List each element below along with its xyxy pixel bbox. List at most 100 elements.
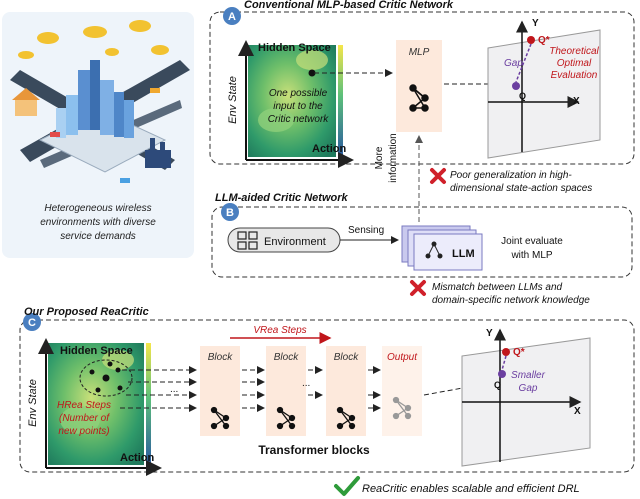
section-b-title: LLM-aided Critic Network — [215, 192, 349, 204]
section-b-frame — [211, 206, 633, 278]
transformer-blocks-label: Transformer blocks — [258, 443, 370, 457]
mlp-box — [396, 40, 442, 132]
dots-middle: ... — [302, 378, 310, 389]
neural-network-icon-c2 — [276, 406, 296, 430]
section-a-title: Conventional MLP-based Critic Network — [244, 0, 454, 11]
block-arrows-1 — [242, 366, 265, 412]
environment-label: Environment — [264, 236, 326, 248]
block-label-1: Block — [208, 352, 233, 363]
network-icon-llm — [425, 241, 443, 259]
section-c-frame — [19, 319, 635, 473]
cross-icon-2 — [410, 280, 426, 296]
left-caption-line-1: Heterogeneous wireless — [44, 203, 151, 214]
section-a-frame — [209, 11, 635, 165]
issue-1: Poor generalization in high- dimensional… — [430, 168, 592, 194]
section-c-badge-letter: C — [28, 317, 36, 329]
hrea-line-1: HRea Steps — [57, 400, 111, 411]
block-arrows-2 — [308, 366, 323, 399]
env-state-label-a: Env State — [227, 76, 239, 124]
issue-1-line-1: Poor generalization in high- — [450, 170, 572, 181]
hidden-space-label-c: Hidden Space — [60, 345, 133, 357]
section-a: A Conventional MLP-based Critic Network … — [209, 0, 635, 168]
colorbar-a — [338, 45, 343, 157]
neural-network-icon-c3 — [336, 406, 356, 430]
neural-network-icon-a — [409, 84, 429, 112]
section-b: B LLM-aided Critic Network Environment S… — [211, 192, 633, 278]
gap-line-1-c: Smaller — [511, 370, 546, 381]
plot-c-x-label: X — [574, 406, 581, 417]
q-label-c: Q — [494, 380, 501, 390]
q-star-label-a: Q* — [538, 35, 550, 46]
point-note-line-3: Critic network — [268, 114, 330, 125]
plot-a-x-label: X — [573, 96, 580, 107]
sample-points-c — [79, 359, 133, 397]
issue-2-line-2: domain-specific network knowledge — [432, 295, 590, 306]
check-icon — [334, 476, 360, 496]
transformer-block-3: Block — [326, 346, 366, 436]
point-note-line-1: One possible — [269, 88, 328, 99]
mlp-label: MLP — [409, 47, 430, 58]
hrea-line-2: (Number of — [59, 413, 110, 424]
q-point-c — [498, 370, 506, 378]
sensing-label: Sensing — [348, 225, 384, 236]
section-b-badge — [221, 203, 239, 221]
action-label-a: Action — [312, 143, 347, 155]
left-caption-line-2: environments with diverse — [40, 217, 156, 228]
joint-line-1: Joint evaluate — [501, 236, 563, 247]
joint-line-2: with MLP — [510, 250, 552, 261]
theory-line-3: Evaluation — [551, 70, 598, 81]
robot-icon — [237, 231, 258, 250]
conclusion: ReaCritic enables scalable and efficient… — [334, 476, 580, 496]
cross-icon-1 — [430, 168, 446, 184]
issue-1-line-2: dimensional state-action spaces — [450, 183, 592, 194]
section-c: C Our Proposed ReaCritic Env State Actio… — [19, 306, 635, 476]
issue-2-line-1: Mismatch between LLMs and — [432, 282, 563, 293]
plot-a-y-label: Y — [532, 18, 539, 29]
left-panel: Heterogeneous wireless environments with… — [2, 12, 194, 258]
section-c-badge — [23, 313, 41, 331]
llm-label: LLM — [452, 248, 475, 260]
point-note-line-2: input to the — [273, 101, 323, 112]
neural-network-icon-output — [392, 396, 412, 420]
hrea-line-3: new points) — [58, 426, 109, 437]
dots-left: ... — [170, 384, 178, 395]
left-caption-line-3: service demands — [60, 231, 136, 242]
eval-plane-a — [487, 29, 601, 159]
gap-label-a: Gap — [504, 58, 523, 69]
more-info-line-2: information — [388, 133, 399, 182]
section-b-badge-letter: B — [226, 207, 234, 219]
more-info-line-1: More — [374, 146, 385, 169]
gap-line-2-c: Gap — [519, 383, 538, 394]
block-label-3: Block — [334, 352, 359, 363]
input-point-a — [308, 69, 316, 77]
block-arrows-3 — [368, 366, 381, 412]
q-star-point-a — [527, 36, 535, 44]
env-state-label-c: Env State — [27, 379, 39, 427]
output-label: Output — [387, 352, 418, 363]
conclusion-text: ReaCritic enables scalable and efficient… — [362, 483, 580, 495]
q-star-point-c — [502, 348, 510, 356]
llm-stack — [401, 225, 483, 271]
output-block: Output — [382, 346, 422, 436]
transformer-block-1: Block — [200, 346, 240, 436]
colorbar-c — [146, 343, 151, 465]
q-label-a: Q — [519, 91, 526, 101]
transformer-block-2 — [266, 346, 306, 436]
neural-network-icon-c1 — [210, 406, 230, 430]
vrea-label: VRea Steps — [253, 325, 306, 336]
theory-line-1: Theoretical — [549, 46, 599, 57]
section-a-badge-letter: A — [228, 11, 236, 23]
section-a-badge — [223, 7, 241, 25]
q-point-a — [512, 82, 520, 90]
city-illustration — [10, 20, 190, 183]
q-star-label-c: Q* — [513, 347, 525, 358]
block-label-2: Block — [274, 352, 299, 363]
section-c-title: Our Proposed ReaCritic — [24, 306, 149, 318]
gap-line-a — [515, 43, 532, 83]
plot-c-y-label: Y — [486, 328, 493, 339]
hidden-space-label-a: Hidden Space — [258, 42, 331, 54]
theory-line-2: Optimal — [557, 58, 592, 69]
gap-line-c — [501, 355, 507, 371]
